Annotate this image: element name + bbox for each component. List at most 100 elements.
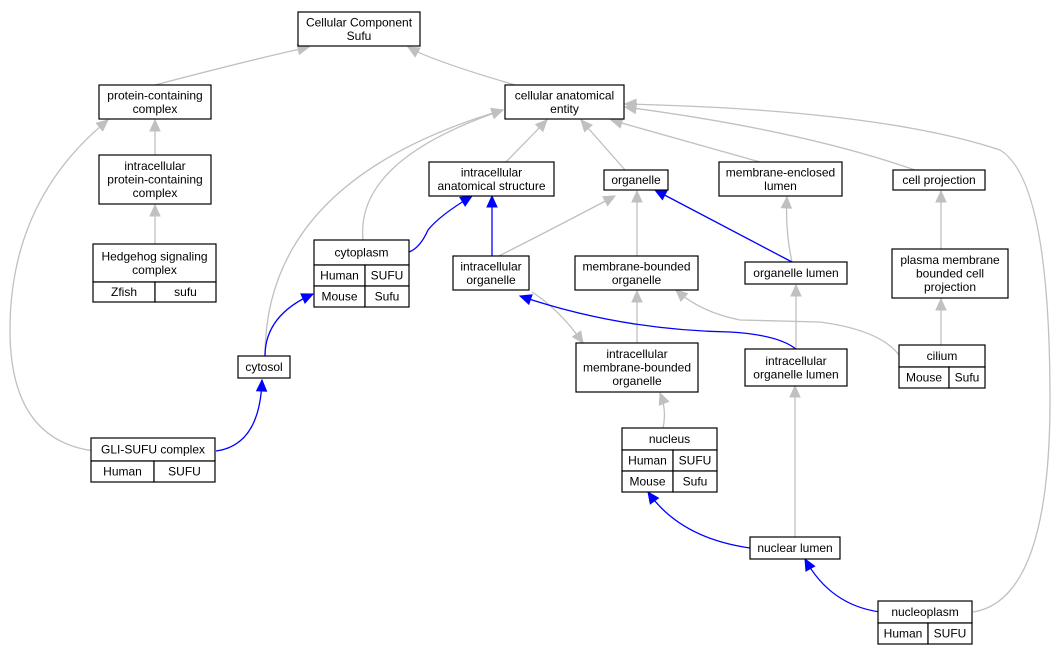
is-a-arrowhead-15 bbox=[631, 189, 643, 203]
term-label-line: organelle bbox=[612, 374, 662, 388]
gene-cell-bg bbox=[672, 470, 718, 493]
is-a-arrowhead-6 bbox=[609, 117, 624, 129]
is-a-arrowhead-11 bbox=[95, 119, 109, 132]
term-label-line: bounded cell bbox=[916, 267, 984, 281]
is-a-arrowhead-1 bbox=[406, 46, 421, 58]
term-label-line: organelle bbox=[466, 273, 516, 287]
term-label-line: intracellular bbox=[461, 165, 522, 179]
part-of-edge-29 bbox=[647, 491, 751, 549]
term-label-line: organelle lumen bbox=[753, 367, 838, 381]
term-label-line: complex bbox=[132, 263, 177, 277]
term-box bbox=[98, 84, 212, 120]
nodes-layer: Cellular ComponentSufuprotein-containing… bbox=[90, 11, 1009, 645]
term-label-line: Cellular Component bbox=[306, 15, 413, 29]
gene-label: sufu bbox=[174, 285, 197, 299]
part-of-arrowhead-26 bbox=[300, 293, 315, 304]
term-label-line: complex bbox=[133, 102, 178, 116]
term-box bbox=[452, 255, 530, 291]
part-of-edge-25 bbox=[654, 189, 793, 263]
gene-label: Sufu bbox=[955, 371, 980, 385]
gene-cell: SUFU bbox=[364, 264, 410, 287]
term-box bbox=[575, 342, 699, 393]
species-cell: Mouse bbox=[313, 285, 366, 308]
term-label-line: protein-containing bbox=[107, 173, 202, 187]
species-cell: Zfish bbox=[92, 281, 156, 303]
is-a-edge-9 bbox=[264, 109, 504, 357]
term-node-organelle[interactable]: organelle bbox=[603, 169, 669, 191]
term-node-nuclear-lumen[interactable]: nuclear lumen bbox=[749, 536, 841, 560]
gene-label: SUFU bbox=[168, 465, 201, 479]
species-label: Human bbox=[884, 627, 923, 641]
term-node-cytosol[interactable]: cytosol bbox=[237, 355, 291, 379]
term-box bbox=[744, 261, 848, 285]
term-box bbox=[892, 169, 986, 191]
gene-label: SUFU bbox=[371, 269, 404, 283]
term-box bbox=[744, 348, 848, 387]
gene-label: SUFU bbox=[679, 454, 712, 468]
gene-cell: SUFU bbox=[927, 622, 973, 645]
term-box bbox=[891, 248, 1009, 299]
gene-label: SUFU bbox=[934, 627, 967, 641]
is-a-edge-1 bbox=[407, 46, 516, 86]
gene-cell-bg bbox=[153, 460, 216, 483]
is-a-arrowhead-16 bbox=[780, 195, 793, 209]
term-label-line: Hedgehog signaling bbox=[101, 249, 207, 263]
term-label-line: complex bbox=[133, 186, 178, 200]
is-a-edge-6 bbox=[610, 119, 761, 163]
term-label-line: organelle lumen bbox=[753, 266, 838, 280]
part-of-edge-23 bbox=[408, 195, 473, 253]
part-of-arrowhead-25 bbox=[653, 189, 668, 201]
term-label-line: protein-containing bbox=[107, 88, 202, 102]
term-label-line: projection bbox=[924, 280, 976, 294]
term-label-line: entity bbox=[550, 102, 579, 116]
species-label: Mouse bbox=[629, 475, 665, 489]
is-a-edge-14 bbox=[496, 195, 616, 258]
term-node-organelle-lumen[interactable]: organelle lumen bbox=[744, 261, 848, 285]
is-a-edge-7 bbox=[624, 106, 916, 171]
is-a-arrowhead-14 bbox=[602, 195, 617, 207]
gene-cell: Sufu bbox=[364, 285, 410, 308]
is-a-arrowhead-22 bbox=[789, 384, 801, 398]
part-of-arrowhead-27 bbox=[255, 378, 268, 392]
term-box bbox=[428, 161, 555, 197]
species-label: Human bbox=[320, 269, 359, 283]
term-label-line: membrane-enclosed bbox=[726, 165, 835, 179]
gene-label: Sufu bbox=[683, 475, 708, 489]
term-label-line: GLI-SUFU complex bbox=[101, 443, 205, 457]
is-a-arrowhead-10 bbox=[623, 98, 637, 111]
species-cell: Human bbox=[313, 264, 366, 287]
is-a-arrowhead-21 bbox=[658, 391, 670, 406]
term-label-line: membrane-bounded bbox=[582, 259, 690, 273]
is-a-arrowhead-17 bbox=[631, 289, 643, 303]
gene-cell: SUFU bbox=[153, 460, 216, 483]
term-label-line: lumen bbox=[764, 179, 797, 193]
term-box bbox=[297, 11, 421, 47]
term-box bbox=[98, 154, 212, 205]
gene-cell-bg bbox=[364, 285, 410, 308]
is-a-arrowhead-9 bbox=[490, 107, 505, 119]
term-label-line: plasma membrane bbox=[900, 253, 1000, 267]
term-node-cell-projection[interactable]: cell projection bbox=[892, 169, 986, 191]
is-a-arrowhead-18 bbox=[675, 289, 689, 302]
term-box bbox=[749, 536, 841, 560]
term-label-line: Sufu bbox=[347, 29, 372, 43]
term-label-line: nuclear lumen bbox=[757, 541, 832, 555]
is-a-edge-11 bbox=[9, 119, 109, 452]
